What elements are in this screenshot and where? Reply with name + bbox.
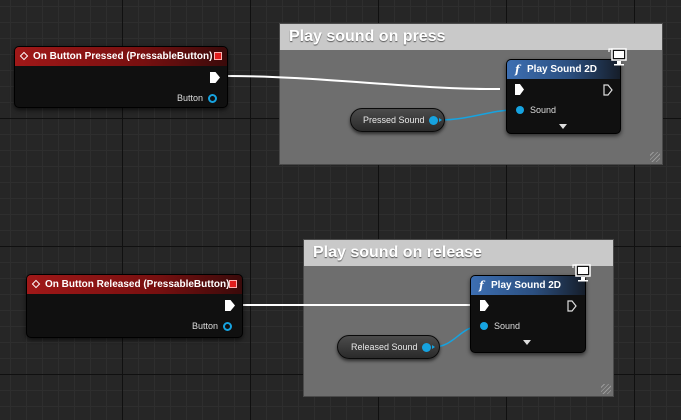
button-pin-label: Button: [191, 321, 218, 331]
function-node-play-sound-2d-press[interactable]: f Play Sound 2D Sound: [506, 59, 621, 134]
function-icon: f: [479, 279, 484, 292]
event-node-header[interactable]: On Button Pressed (PressableButton): [15, 47, 227, 66]
comment-title[interactable]: Play sound on release: [304, 240, 613, 266]
sound-input-pin-icon[interactable]: [516, 106, 524, 114]
resize-grip-icon[interactable]: [601, 384, 611, 394]
function-node-title: Play Sound 2D: [491, 280, 562, 291]
exec-output-pin-icon[interactable]: [567, 300, 577, 312]
variable-output-pin-icon[interactable]: [422, 343, 435, 352]
event-diamond-icon: [31, 279, 41, 289]
monitor-icon: [572, 264, 591, 282]
variable-label: Pressed Sound: [363, 115, 425, 125]
event-node-header[interactable]: On Button Released (PressableButton): [27, 275, 242, 294]
function-node-header[interactable]: f Play Sound 2D: [507, 60, 620, 79]
exec-output-pin-icon[interactable]: [225, 300, 235, 311]
function-node-header[interactable]: f Play Sound 2D: [471, 276, 585, 295]
function-node-title: Play Sound 2D: [527, 64, 598, 75]
event-node-title: On Button Pressed (PressableButton): [33, 51, 213, 62]
comment-title[interactable]: Play sound on press: [280, 24, 662, 50]
sound-input-pin-icon[interactable]: [480, 322, 488, 330]
button-pin-label: Button: [176, 93, 203, 103]
event-node-button-released[interactable]: On Button Released (PressableButton) But…: [26, 274, 243, 338]
event-node-title: On Button Released (PressableButton): [45, 279, 230, 290]
exec-output-pin-icon[interactable]: [210, 72, 220, 83]
exec-input-pin-icon[interactable]: [480, 300, 489, 311]
button-output-pin-icon[interactable]: [223, 322, 232, 331]
sound-pin-label: Sound: [530, 105, 557, 115]
event-diamond-icon: [19, 51, 29, 61]
delegate-pin-icon[interactable]: [214, 52, 222, 60]
variable-node-pressed-sound[interactable]: Pressed Sound: [350, 108, 445, 132]
function-node-play-sound-2d-release[interactable]: f Play Sound 2D Sound: [470, 275, 586, 353]
exec-output-pin-icon[interactable]: [603, 84, 613, 96]
function-icon: f: [515, 63, 520, 76]
delegate-pin-icon[interactable]: [229, 280, 237, 288]
variable-label: Released Sound: [351, 342, 418, 352]
monitor-icon: [608, 48, 627, 66]
button-output-pin-icon[interactable]: [208, 94, 217, 103]
event-node-button-pressed[interactable]: On Button Pressed (PressableButton) Butt…: [14, 46, 228, 108]
exec-input-pin-icon[interactable]: [515, 84, 524, 95]
resize-grip-icon[interactable]: [650, 152, 660, 162]
expand-arrow-icon[interactable]: [559, 124, 567, 129]
sound-pin-label: Sound: [494, 321, 521, 331]
variable-output-pin-icon[interactable]: [429, 116, 442, 125]
variable-node-released-sound[interactable]: Released Sound: [337, 335, 440, 359]
expand-arrow-icon[interactable]: [523, 340, 531, 345]
